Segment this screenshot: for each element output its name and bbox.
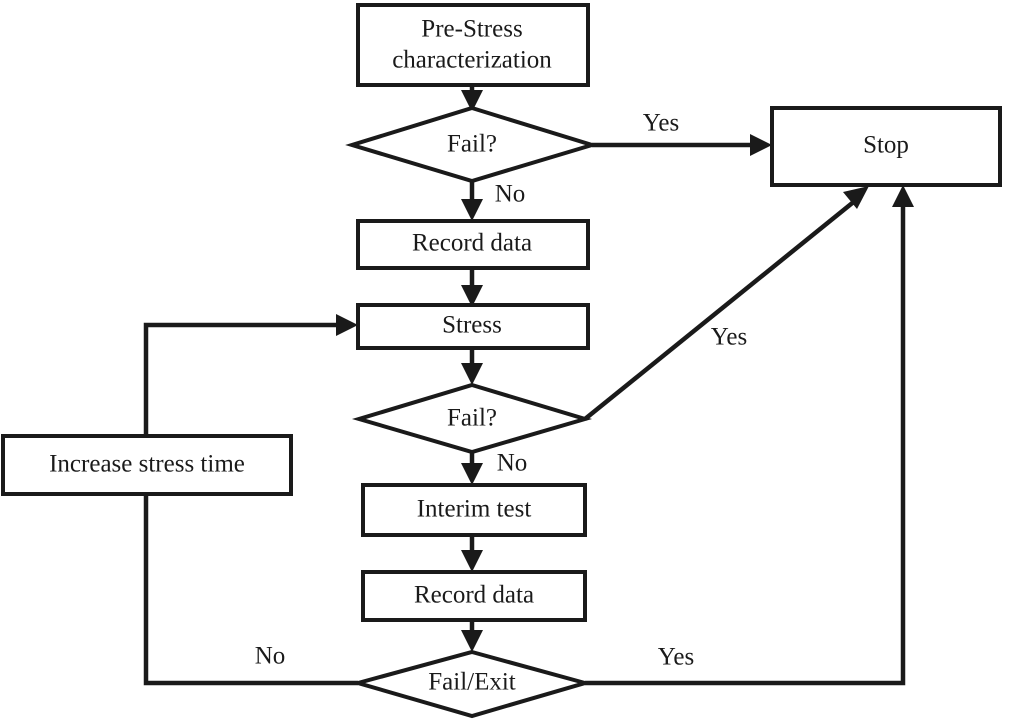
- node-stop[interactable]: Stop: [770, 106, 1002, 187]
- arrow-head-down: [461, 90, 483, 112]
- edge-label-fail1-yes: Yes: [643, 110, 679, 137]
- node-label-pre-stress-line2: characterization: [392, 47, 552, 74]
- node-record-data-1[interactable]: Record data: [356, 219, 590, 270]
- node-fail-decision-1[interactable]: Fail?: [345, 105, 599, 184]
- node-pre-stress-characterization[interactable]: Pre-Stress characterization: [356, 3, 590, 87]
- edge-prestress-to-fail1: [461, 85, 483, 112]
- arrow-head-diagonal-up-right: [843, 186, 869, 209]
- node-increase-stress-time[interactable]: Increase stress time: [1, 434, 293, 496]
- edge-stress-to-fail2: [461, 348, 483, 385]
- edge-fail1-yes-to-stop: [592, 134, 772, 156]
- node-label-fail-exit: Fail/Exit: [428, 669, 516, 696]
- edge-fail2-yes-to-stop: [583, 186, 869, 421]
- edge-label-fail2-yes: Yes: [711, 324, 747, 351]
- arrow-head-down: [461, 363, 483, 385]
- edge-fail1-no-to-record1: [461, 181, 483, 221]
- node-label-interim-test: Interim test: [417, 496, 532, 523]
- arrow-head-down: [461, 550, 483, 572]
- node-label-pre-stress-line1: Pre-Stress: [421, 16, 522, 43]
- node-label-fail-2: Fail?: [447, 405, 497, 432]
- node-label-stress: Stress: [442, 312, 502, 339]
- node-fail-exit-decision[interactable]: Fail/Exit: [350, 649, 593, 719]
- node-stress[interactable]: Stress: [356, 303, 590, 350]
- edge-label-fail2-no: No: [497, 450, 528, 477]
- arrow-head-down: [461, 463, 483, 485]
- node-fail-decision-2[interactable]: Fail?: [351, 382, 593, 455]
- node-label-increase-stress-time: Increase stress time: [49, 451, 245, 478]
- edge-fail2-no-to-interim: [461, 452, 483, 485]
- arrow-head-right: [750, 134, 772, 156]
- arrow-head-up: [892, 185, 914, 207]
- node-record-data-2[interactable]: Record data: [361, 570, 587, 622]
- edge-label-fail1-no: No: [495, 181, 526, 208]
- edge-interim-to-record2: [461, 535, 483, 572]
- edge-label-failexit-yes: Yes: [658, 644, 694, 671]
- node-interim-test[interactable]: Interim test: [361, 483, 587, 537]
- arrow-head-down: [461, 285, 483, 307]
- node-label-fail-1: Fail?: [447, 131, 497, 158]
- edge-label-failexit-no: No: [255, 643, 286, 670]
- edge-failexit-yes-to-stop: [585, 185, 914, 686]
- edge-record2-to-failexit: [461, 620, 483, 652]
- arrow-head-down: [461, 199, 483, 221]
- edge-record1-to-stress: [461, 268, 483, 307]
- arrow-head-right: [336, 314, 358, 336]
- node-label-record-data-1: Record data: [412, 230, 532, 257]
- arrow-head-down: [461, 630, 483, 652]
- node-label-stop: Stop: [863, 132, 909, 159]
- edge-failexit-no-loop: [143, 314, 358, 686]
- node-label-record-data-2: Record data: [414, 582, 534, 609]
